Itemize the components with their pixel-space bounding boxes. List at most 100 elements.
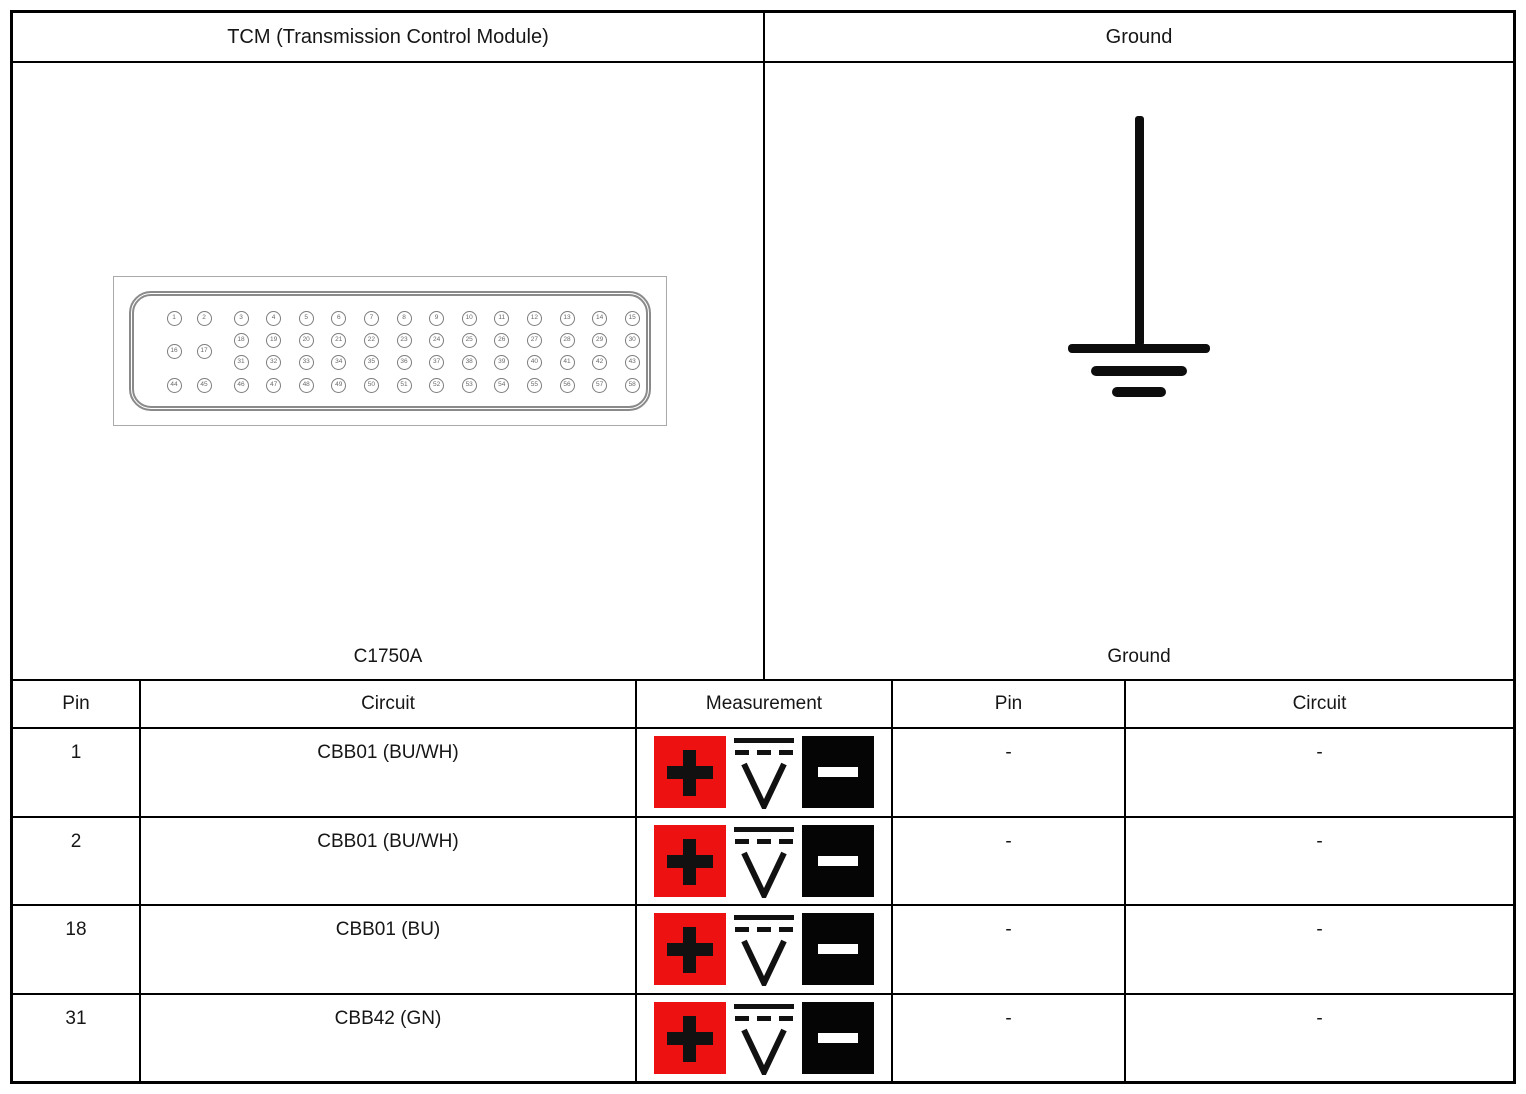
- connector-pin: 9: [429, 310, 445, 326]
- connector-pin: 19: [266, 332, 282, 348]
- circuit-cell: CBB01 (BU/WH): [141, 815, 637, 904]
- connector-pin: 56: [559, 377, 575, 393]
- connector-pin: 15: [624, 310, 640, 326]
- connector-pin: 2: [196, 310, 212, 326]
- measurement-cell: [637, 815, 893, 904]
- connector-label-row: C1750A Ground: [13, 634, 1513, 681]
- connector-pin: 24: [429, 332, 445, 348]
- connector-pin: 16: [166, 343, 182, 359]
- connector-pin: 35: [363, 354, 379, 370]
- pin-cell: 2: [13, 815, 141, 904]
- pinout-sheet: TCM (Transmission Control Module) Ground…: [10, 10, 1516, 1084]
- connector-pin: 44: [166, 377, 182, 393]
- connector-pin: 30: [624, 332, 640, 348]
- connector-pin: 25: [461, 332, 477, 348]
- ground-pin-cell: -: [893, 727, 1126, 816]
- connector-pin: 50: [363, 377, 379, 393]
- negative-lead-icon: [802, 913, 874, 986]
- circuit-cell: CBB01 (BU): [141, 904, 637, 993]
- ground-pin-cell: -: [893, 815, 1126, 904]
- col-header-circuit-left: Circuit: [141, 681, 637, 727]
- connector-pin: 51: [396, 377, 412, 393]
- connector-pin: 28: [559, 332, 575, 348]
- connector-pin: 4: [266, 310, 282, 326]
- connector-pin: 55: [526, 377, 542, 393]
- connector-pin: 10: [461, 310, 477, 326]
- connector-pin: 45: [196, 377, 212, 393]
- connector-pin: 48: [298, 377, 314, 393]
- connector-pin: 54: [494, 377, 510, 393]
- connector-pin: 21: [331, 332, 347, 348]
- connector-pin: 3: [233, 310, 249, 326]
- pin-cell: 1: [13, 727, 141, 816]
- connector-pin: 8: [396, 310, 412, 326]
- ground-panel: [765, 63, 1513, 634]
- negative-lead-icon: [802, 736, 874, 809]
- ground-circuit-cell: -: [1126, 815, 1513, 905]
- dc-voltage-icon: [734, 826, 794, 898]
- connector-pin: 14: [592, 310, 608, 326]
- dc-voltage-icon: [734, 1003, 794, 1075]
- connector-pin: 57: [592, 377, 608, 393]
- connector-pin: 20: [298, 332, 314, 348]
- connector-pin: 17: [196, 343, 212, 359]
- connector-pin: 26: [494, 332, 510, 348]
- connector-pin: 52: [429, 377, 445, 393]
- measurement-cell: [637, 904, 893, 993]
- connector-id-label: C1750A: [13, 634, 765, 679]
- connector-pin: 32: [266, 354, 282, 370]
- ground-label: Ground: [1107, 645, 1171, 667]
- positive-lead-icon: [654, 736, 726, 809]
- ground-symbol-icon: [765, 116, 1513, 397]
- positive-lead-icon: [654, 824, 726, 897]
- col-header-pin-left: Pin: [13, 681, 141, 727]
- positive-lead-icon: [654, 1001, 726, 1074]
- pin-cell: 18: [13, 904, 141, 993]
- pin-table: Pin Circuit Measurement Pin Circuit 1 CB…: [13, 681, 1513, 1081]
- connector-pin: 37: [429, 354, 445, 370]
- positive-lead-icon: [654, 913, 726, 986]
- connector-pin: 47: [266, 377, 282, 393]
- ground-circuit-cell: -: [1126, 727, 1513, 816]
- measurement-cell: [637, 727, 893, 816]
- connector-pin: 6: [331, 310, 347, 326]
- ground-pin-cell: -: [893, 992, 1126, 1081]
- module-header-row: TCM (Transmission Control Module) Ground: [13, 13, 1513, 63]
- connector-pin: 41: [559, 354, 575, 370]
- connector-pin: 27: [526, 332, 542, 348]
- module-title: TCM (Transmission Control Module): [13, 13, 765, 61]
- negative-lead-icon: [802, 824, 874, 897]
- negative-lead-icon: [802, 1001, 874, 1074]
- connector-pin: 58: [624, 377, 640, 393]
- connector-pin: 1: [166, 310, 182, 326]
- connector-pin: 39: [494, 354, 510, 370]
- col-header-pin-right: Pin: [893, 681, 1126, 727]
- connector-pin: 40: [526, 354, 542, 370]
- ground-title: Ground: [1105, 25, 1173, 48]
- connector-pin: 7: [363, 310, 379, 326]
- connector-pin: 5: [298, 310, 314, 326]
- measurement-cell: [637, 992, 893, 1081]
- circuit-cell: CBB42 (GN): [141, 992, 637, 1081]
- connector-pin: 42: [592, 354, 608, 370]
- ground-pin-cell: -: [893, 904, 1126, 993]
- col-header-measurement: Measurement: [637, 681, 893, 727]
- connector-pin: 53: [461, 377, 477, 393]
- connector-pin: 12: [526, 310, 542, 326]
- connector-pin: 13: [559, 310, 575, 326]
- col-header-circuit-right: Circuit: [1292, 693, 1347, 714]
- connector-pin: 38: [461, 354, 477, 370]
- connector-pin: 23: [396, 332, 412, 348]
- ground-circuit-cell: -: [1126, 992, 1513, 1082]
- pin-cell: 31: [13, 992, 141, 1081]
- connector-pin: 18: [233, 332, 249, 348]
- connector-pin: 43: [624, 354, 640, 370]
- connector-pin: 36: [396, 354, 412, 370]
- connector-pin: 46: [233, 377, 249, 393]
- connector-pin: 33: [298, 354, 314, 370]
- connector-pin: 49: [331, 377, 347, 393]
